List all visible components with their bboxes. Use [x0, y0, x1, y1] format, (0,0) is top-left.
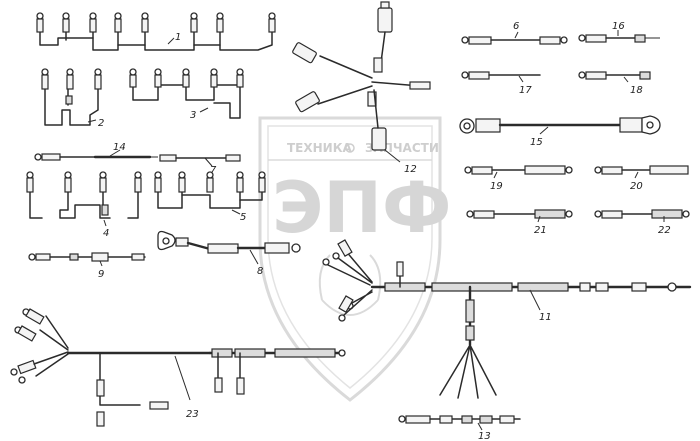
watermark-gear-icon	[345, 143, 355, 153]
part-label-23: 23	[186, 409, 199, 420]
part-label-12: 12	[404, 164, 417, 175]
cable-part-22: 22	[594, 209, 690, 236]
part-label-15: 15	[530, 137, 543, 148]
part-label-4: 4	[103, 228, 109, 239]
harness-part-8: 8	[157, 230, 301, 277]
part-label-3: 3	[190, 110, 196, 121]
part-label-8: 8	[257, 266, 263, 277]
harness-part-2: 2	[41, 68, 104, 129]
part-label-21: 21	[534, 225, 547, 236]
watermark-wheat-icon	[318, 254, 382, 316]
cable-part-6: 6	[461, 21, 568, 45]
cable-part-16: 16	[578, 21, 660, 43]
harness-part-1: 1	[36, 12, 276, 51]
part-label-17: 17	[519, 85, 532, 96]
harness-part-11: 11	[322, 239, 692, 399]
harness-part-14: 14	[34, 142, 158, 161]
part-label-6: 6	[513, 21, 519, 32]
part-label-16: 16	[612, 21, 625, 32]
cable-part-20: 20	[594, 165, 689, 192]
cable-part-19: 19	[464, 165, 573, 192]
harness-part-9: 9	[28, 252, 146, 280]
part-label-11: 11	[539, 312, 552, 323]
part-label-2: 2	[98, 118, 104, 129]
cable-part-18: 18	[578, 71, 651, 96]
part-label-19: 19	[490, 181, 503, 192]
cable-part-17: 17	[461, 71, 541, 96]
part-label-14: 14	[113, 142, 126, 153]
harness-part-4: 4	[26, 171, 142, 239]
harness-part-5: 5	[154, 171, 266, 223]
harness-part-23: 23	[10, 308, 346, 427]
harness-part-12: 12	[292, 1, 431, 175]
harness-part-7: 7	[159, 154, 241, 176]
terminal-eyelets	[36, 12, 276, 33]
part-label-9: 9	[98, 269, 104, 280]
part-label-13: 13	[478, 431, 491, 441]
cable-part-15: 15	[459, 115, 661, 148]
harness-part-3: 3	[129, 68, 244, 121]
part-label-18: 18	[630, 85, 643, 96]
watermark-logo: ЭПФ	[272, 167, 451, 249]
harness-part-13: 13	[398, 415, 521, 441]
part-label-20: 20	[630, 181, 643, 192]
watermark: ТЕХНИКА ЗАПЧАСТИ ЭПФ	[258, 116, 451, 402]
part-label-7: 7	[210, 165, 217, 176]
part-label-22: 22	[658, 225, 671, 236]
watermark-text-left: ТЕХНИКА	[287, 141, 353, 155]
cable-part-21: 21	[466, 209, 573, 236]
part-label-5: 5	[240, 212, 246, 223]
part-label-1: 1	[175, 32, 181, 43]
